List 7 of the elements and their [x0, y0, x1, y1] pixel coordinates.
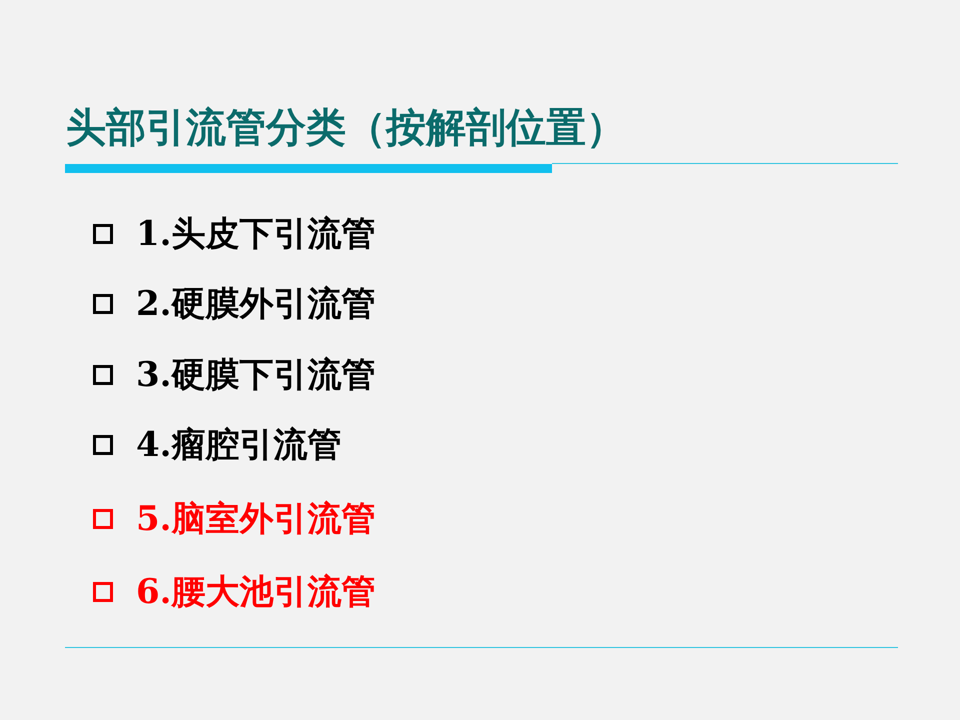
- slide-title: 头部引流管分类（按解剖位置）: [66, 104, 626, 152]
- list-item-text: 2.硬膜外引流管: [136, 283, 376, 326]
- list-item-text: 3.硬膜下引流管: [136, 354, 376, 397]
- list-item-text: 1.头皮下引流管: [136, 213, 376, 256]
- list-item-text: 4.瘤腔引流管: [136, 424, 342, 467]
- list-item-text: 6.腰大池引流管: [136, 571, 376, 614]
- list-item-text: 5.脑室外引流管: [136, 498, 376, 541]
